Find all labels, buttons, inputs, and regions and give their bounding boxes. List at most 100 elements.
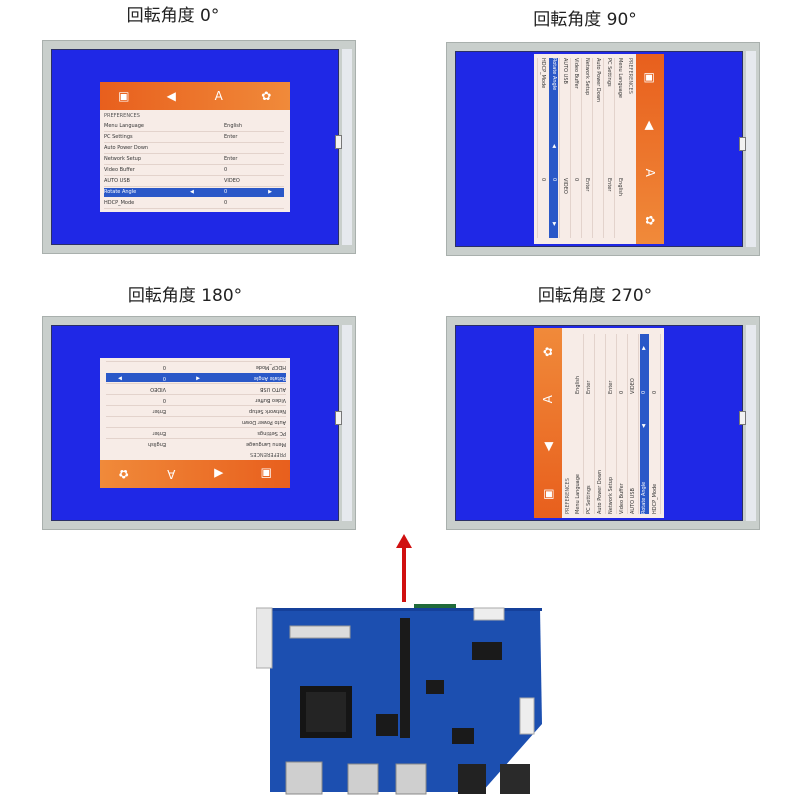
- caption-rotation-90: 回転角度 90°: [533, 10, 637, 30]
- menu-row-value: VIDEO: [224, 178, 240, 184]
- menu-row-label: Video Buffer: [104, 167, 135, 173]
- menu-row[interactable]: Rotate Angle 0 ◀ ▶: [106, 373, 286, 382]
- dc-jack: [500, 764, 530, 794]
- gear-icon[interactable]: ✿: [643, 215, 657, 226]
- arrow-left-icon[interactable]: ◀: [196, 375, 200, 381]
- menu-row-value: Enter: [606, 178, 612, 192]
- arrow-right-icon[interactable]: ▶: [551, 222, 557, 226]
- menu-row-value: 0: [652, 390, 658, 394]
- menu-row-value: English: [224, 123, 243, 129]
- menu-row-label: AUTO USB: [104, 178, 130, 184]
- speaker-icon[interactable]: ◀: [541, 442, 555, 452]
- menu-row-value: VIDEO: [630, 378, 636, 394]
- arrow-left-icon[interactable]: ◀: [190, 189, 194, 195]
- caption-rotation-270: 回転角度 270°: [537, 286, 653, 306]
- menu-row[interactable]: Video Buffer 0: [570, 58, 580, 238]
- menu-row-label: Rotate Angle: [641, 481, 647, 514]
- arrow-left-icon[interactable]: ◀: [551, 144, 557, 148]
- menu-row-value: 0: [540, 178, 546, 182]
- gear-icon[interactable]: ✿: [541, 346, 555, 357]
- menu-row-value: 0: [162, 375, 166, 381]
- menu-row-label: AUTO USB: [630, 488, 636, 514]
- menu-row-label: Menu Language: [104, 123, 144, 129]
- menu-row[interactable]: Menu Language English: [104, 122, 284, 132]
- menu-row[interactable]: Auto Power Down: [106, 416, 286, 426]
- menu-row-label: Auto Power Down: [104, 145, 149, 151]
- menu-row-value: English: [617, 178, 623, 197]
- menu-row-label: Network Setup: [584, 58, 590, 96]
- text-size-icon[interactable]: A: [214, 89, 223, 103]
- hdmi-port: [285, 761, 323, 795]
- picture-icon[interactable]: ▣: [643, 72, 657, 84]
- arrow-right-icon[interactable]: ▶: [118, 375, 122, 381]
- menu-row-value: 0: [162, 397, 166, 403]
- menu-row-value: VIDEO: [150, 386, 166, 392]
- fpc-badge: [335, 135, 342, 149]
- menu-row-label: Rotate Angle: [551, 58, 557, 91]
- arrow-left-icon[interactable]: ◀: [641, 424, 647, 428]
- usb-port-2: [395, 763, 427, 795]
- speaker-icon[interactable]: ◀: [643, 120, 657, 130]
- text-size-icon[interactable]: A: [643, 168, 657, 177]
- arrow-right-icon[interactable]: ▶: [268, 189, 272, 195]
- text-size-icon[interactable]: A: [167, 467, 176, 481]
- menu-row-value: 0: [224, 167, 228, 173]
- menu-row-label: Rotate Angle: [253, 375, 286, 381]
- picture-icon[interactable]: ▣: [541, 488, 555, 500]
- menu-row[interactable]: AUTO USB VIDEO: [629, 334, 639, 514]
- menu-row[interactable]: AUTO USB VIDEO: [104, 177, 284, 187]
- menu-row-value: Enter: [584, 178, 590, 192]
- gear-icon[interactable]: ✿: [118, 467, 129, 481]
- menu-row[interactable]: Auto Power Down: [104, 144, 284, 154]
- bezel-strip: [746, 325, 756, 521]
- menu-row[interactable]: Auto Power Down: [596, 334, 606, 514]
- connector-right: [473, 607, 505, 621]
- menu-row-value: 0: [573, 178, 579, 182]
- menu-row[interactable]: Video Buffer 0: [104, 166, 284, 176]
- menu-section-title: PREFERENCES: [627, 58, 633, 94]
- text-size-icon[interactable]: A: [541, 395, 555, 404]
- menu-row[interactable]: Auto Power Down: [592, 58, 602, 238]
- speaker-icon[interactable]: ◀: [214, 467, 224, 481]
- picture-icon[interactable]: ▣: [260, 467, 272, 481]
- bezel-strip: [342, 49, 352, 245]
- arrow-right-icon[interactable]: ▶: [641, 346, 647, 350]
- gear-icon[interactable]: ✿: [261, 89, 272, 103]
- audio-jack: [458, 764, 486, 794]
- controller-board: [256, 604, 542, 795]
- bezel-strip: [342, 325, 352, 521]
- picture-icon[interactable]: ▣: [118, 89, 130, 103]
- menu-row-label: Video Buffer: [573, 58, 579, 89]
- speaker-icon[interactable]: ◀: [166, 89, 176, 103]
